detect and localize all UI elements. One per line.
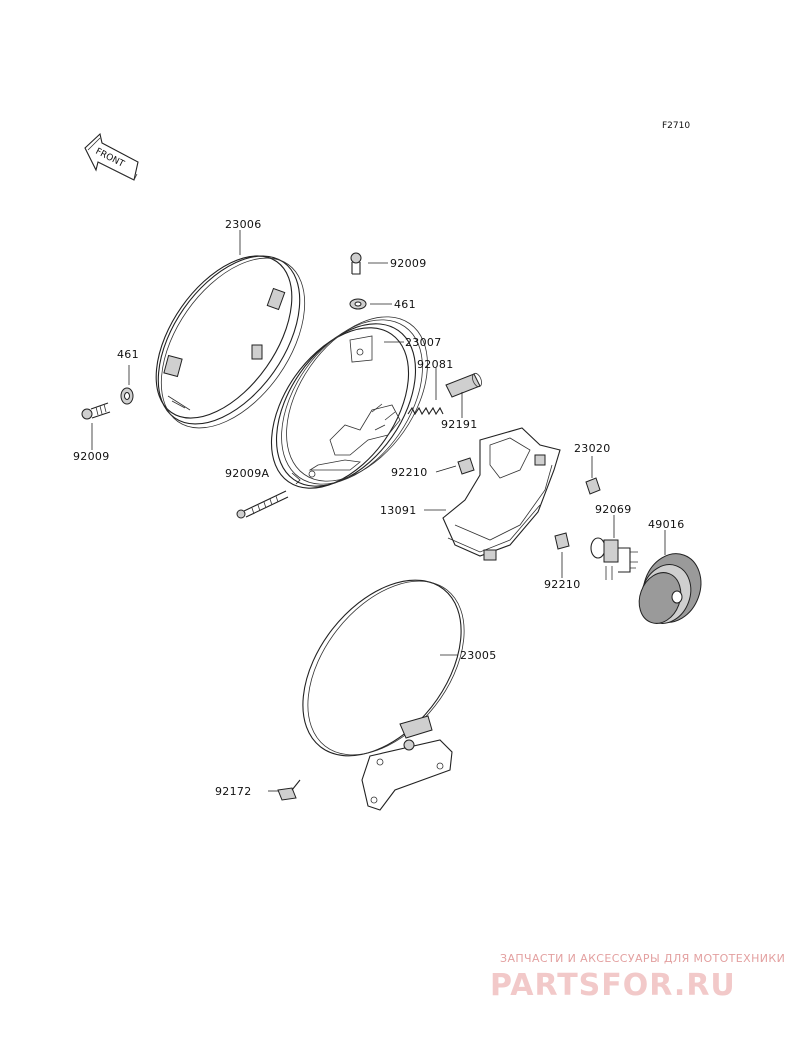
diagram-code: F2710 xyxy=(662,121,690,131)
part-label-92009-left: 92009 xyxy=(73,450,110,463)
washer-part-top xyxy=(349,298,367,310)
speed-nut-part xyxy=(457,457,475,475)
front-label: FRONT xyxy=(94,147,126,170)
washer-part-left xyxy=(120,387,134,405)
long-screw-part xyxy=(236,490,289,519)
front-arrow-icon: FRONT xyxy=(84,132,139,181)
small-screw-part xyxy=(277,779,301,801)
screw-part-left xyxy=(81,402,111,420)
headlight-shell-part xyxy=(270,316,428,489)
headlight-bracket-part xyxy=(442,427,561,561)
part-label-92009-top: 92009 xyxy=(390,257,427,270)
sleeve-part xyxy=(445,372,482,398)
bulb-part xyxy=(590,537,638,580)
part-label-92009A: 92009A xyxy=(225,467,269,480)
part-label-92210-upper: 92210 xyxy=(391,466,428,479)
part-label-23005: 23005 xyxy=(460,649,497,662)
watermark-brand: PARTSFOR.RU xyxy=(490,968,736,1003)
socket-part xyxy=(585,477,601,495)
part-label-92081: 92081 xyxy=(417,358,454,371)
dust-cover-part xyxy=(638,553,702,624)
part-label-23020: 23020 xyxy=(574,442,611,455)
leader-lines xyxy=(91,230,666,792)
part-label-92191: 92191 xyxy=(441,418,478,431)
part-label-13091: 13091 xyxy=(380,504,417,517)
screw-part-top xyxy=(350,252,362,275)
speed-nut-part-lower xyxy=(554,532,570,550)
part-label-92069: 92069 xyxy=(595,503,632,516)
part-label-92172: 92172 xyxy=(215,785,252,798)
part-label-23006: 23006 xyxy=(225,218,262,231)
headlight-lens-part xyxy=(302,579,465,811)
spring-part xyxy=(407,406,444,416)
watermark-tagline: ЗАПЧАСТИ И АКСЕССУАРЫ ДЛЯ МОТОТЕХНИКИ xyxy=(500,952,785,965)
part-label-461-left: 461 xyxy=(117,348,139,361)
part-label-23007: 23007 xyxy=(405,336,442,349)
part-label-49016: 49016 xyxy=(648,518,685,531)
part-label-461-top: 461 xyxy=(394,298,416,311)
part-label-92210-lower: 92210 xyxy=(544,578,581,591)
rim-ring-part xyxy=(155,255,306,429)
